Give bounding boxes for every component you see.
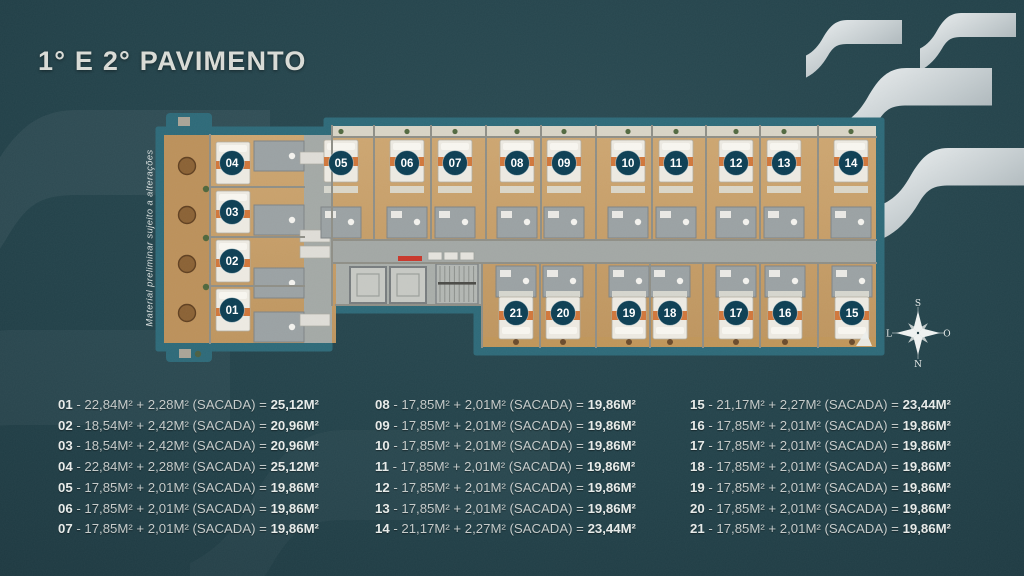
page-title: 1° E 2° PAVIMENTO [38,46,307,76]
